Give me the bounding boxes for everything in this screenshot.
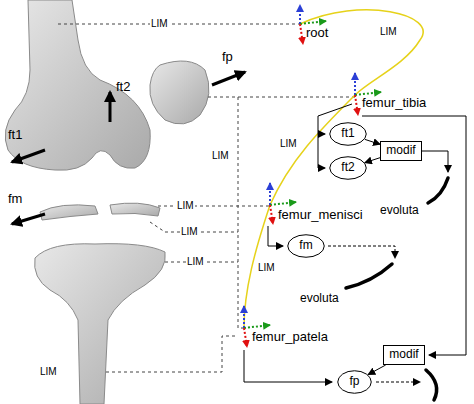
frame-name: femur_tibia <box>362 96 426 111</box>
node-text: fm <box>299 239 312 252</box>
force-name: ft2 <box>116 80 130 95</box>
connector <box>365 139 380 144</box>
force-name: fp <box>222 50 233 65</box>
modif-box: modif <box>383 345 425 365</box>
connector <box>368 365 386 375</box>
lim-label: LIM <box>150 18 169 30</box>
frame-name: femur_menisci <box>278 208 363 223</box>
bones <box>5 0 209 404</box>
node-text: ft2 <box>341 161 354 174</box>
force-ellipse: ft1 <box>329 122 367 146</box>
meniscus <box>110 203 160 216</box>
hierarchy-curve <box>244 10 423 328</box>
connector <box>365 158 380 163</box>
evoluta-label: evoluta <box>300 292 339 306</box>
node-text: fp <box>349 375 359 388</box>
lim-label: LIM <box>176 200 195 212</box>
force-ellipse: fp <box>337 370 372 394</box>
lim-label: LIM <box>212 150 229 162</box>
node-text: modif <box>389 348 418 361</box>
lim-label: LIM <box>380 26 397 38</box>
patella <box>150 61 209 124</box>
tibia <box>35 244 166 404</box>
node-text: modif <box>386 144 415 157</box>
lim-label: LIM <box>180 226 199 238</box>
meniscus <box>40 205 98 220</box>
force-name: fm <box>8 192 22 207</box>
force-arrows <box>12 72 245 224</box>
lim-leaders <box>58 24 355 372</box>
tree-wires <box>244 104 466 382</box>
femur <box>5 0 150 170</box>
axes <box>244 5 381 347</box>
lim-label: LIM <box>186 256 205 268</box>
frame-name: root <box>306 26 328 41</box>
node-text: ft1 <box>341 127 354 140</box>
evoluta-label: evoluta <box>380 204 419 218</box>
frame-name: femur_patela <box>252 330 328 345</box>
force-name: ft1 <box>8 128 22 143</box>
force-ellipse: ft2 <box>329 156 367 180</box>
lim-label: LIM <box>280 138 297 150</box>
lim-label: LIM <box>258 262 275 274</box>
modif-box: modif <box>380 141 422 161</box>
lim-label: LIM <box>40 366 57 378</box>
force-ellipse: fm <box>287 234 325 258</box>
